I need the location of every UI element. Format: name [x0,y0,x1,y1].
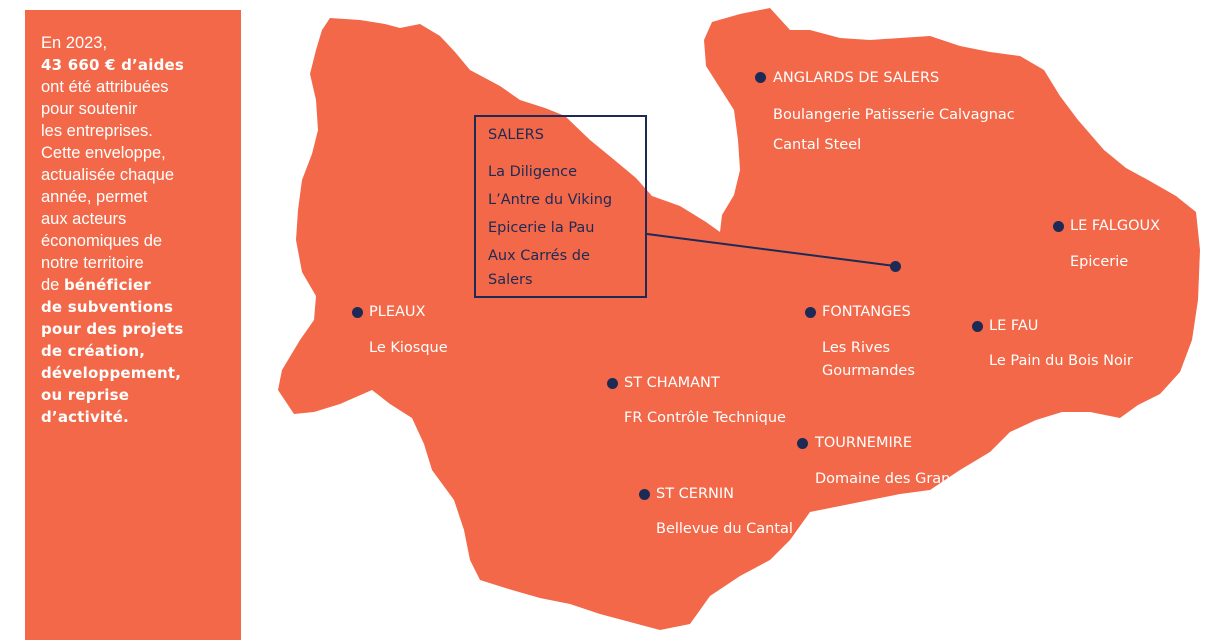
salers-callout [474,115,647,298]
business-label: Bellevue du Cantal [656,521,793,537]
business-label: L’Antre du Viking [488,192,613,208]
marker-fontanges [805,307,816,318]
town-label-tournemire: TOURNEMIRE [815,435,912,451]
intro-line: ou reprise [41,386,130,404]
intro-line-part: de [41,276,64,294]
intro-line: aux acteurs [41,210,127,228]
town-label-le-falgoux: LE FALGOUX [1070,218,1161,234]
salers-connector [646,233,896,267]
intro-line: notre territoire [41,254,144,272]
business-label: Le Pain du Bois Noir [989,353,1133,369]
town-label-le-fau: LE FAU [989,318,1039,334]
town-label-st-cernin: ST CERNIN [656,486,735,502]
business-label: Cantal Steel [773,137,862,153]
intro-line: En 2023, [41,34,108,52]
intro-line: pour des projets [41,320,184,338]
intro-line: actualisée chaque [41,166,175,184]
territory-shape [278,8,1200,630]
intro-line: de bénéficier [41,274,233,296]
business-label: La Diligence [488,164,578,180]
marker-le-falgoux [1053,221,1064,232]
marker-le-fau [972,321,983,332]
intro-line: développement, [41,364,182,382]
business-label: Boulangerie Patisserie Calvagnac [773,107,1015,123]
intro-line: ont été attribuées [41,78,169,96]
intro-line: pour soutenir [41,100,138,118]
business-label: Epicerie [1070,254,1129,270]
intro-line: d’activité. [41,408,129,426]
intro-line: les entreprises. [41,122,153,140]
intro-line: économiques de [41,232,163,250]
intro-panel: En 2023, 43 660 € d’aides ont été attrib… [25,10,241,640]
marker-anglards [755,72,766,83]
business-label: FR Contrôle Technique [624,410,786,426]
business-label: Epicerie la Pau [488,220,595,236]
town-label-anglards: ANGLARDS DE SALERS [773,70,940,86]
intro-line: 43 660 € d’aides [41,56,185,74]
business-label: Salers [488,272,533,288]
intro-line: de subventions [41,298,174,316]
business-label: Le Kiosque [369,340,448,356]
marker-salers [890,261,901,272]
business-label: Aux Carrés de [488,248,590,264]
town-label-st-chamant: ST CHAMANT [624,375,720,391]
marker-st-cernin [639,489,650,500]
town-label-fontanges: FONTANGES [822,304,911,320]
marker-st-chamant [607,378,618,389]
marker-pleaux [352,307,363,318]
business-label: Les Rives [822,340,891,356]
town-label-pleaux: PLEAUX [369,304,426,320]
intro-line: de création, [41,342,146,360]
intro-line: Cette enveloppe, [41,144,166,162]
marker-tournemire [797,438,808,449]
town-label-salers: SALERS [488,127,544,143]
intro-line: année, permet [41,188,148,206]
intro-line-part: bénéficier [63,276,151,294]
business-label: Domaine des Granges [815,471,977,487]
business-label: Gourmandes [822,363,915,379]
